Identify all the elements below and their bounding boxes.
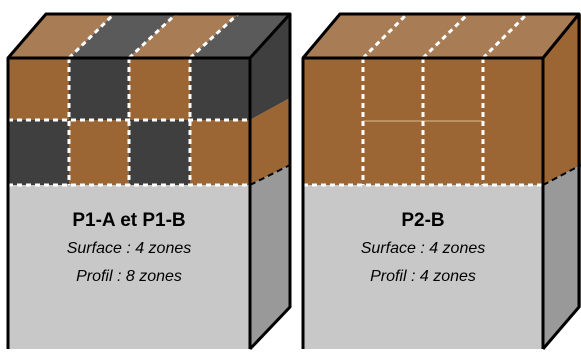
top-face-p1 [8, 14, 290, 58]
top-strip-1 [8, 14, 114, 58]
side-strip-brown [543, 14, 581, 185]
zone-r1c4 [190, 58, 250, 120]
side-soil [543, 165, 581, 349]
top-strip-4 [190, 14, 290, 58]
outline-p1 [6, 12, 292, 351]
profile-zones-p1: Profil : 8 zones [76, 268, 182, 285]
top-strip-3 [129, 14, 238, 58]
top-surface [303, 14, 581, 58]
surface-zones-p2: Surface : 4 zones [361, 240, 486, 257]
zone-r2c2 [69, 120, 129, 185]
outline-p2 [301, 12, 581, 350]
front-grid-p1 [8, 58, 250, 185]
zone-r2c1 [8, 120, 69, 185]
side-boundary-dashed-p2 [542, 164, 581, 186]
zone-c1 [303, 58, 363, 185]
side-strip-upper [250, 14, 290, 120]
front-soil-p2 [303, 185, 543, 349]
block-title-p1: P1-A et P1-B [72, 210, 185, 231]
surface-zones-p1: Surface : 4 zones [67, 240, 192, 257]
side-boundary-dashed-p1 [249, 164, 291, 186]
side-face-p1 [250, 14, 290, 349]
zone-r1c3 [129, 58, 190, 120]
front-soil-p1 [8, 185, 250, 349]
soil-block-p1: P1-A et P1-B Surface : 4 zones Profil : … [6, 12, 292, 351]
soil-block-p2: P2-B Surface : 4 zones Profil : 4 zones [301, 12, 581, 350]
zone-r2c3 [129, 120, 190, 185]
top-face-p2 [303, 14, 581, 58]
profile-zones-p2: Profil : 4 zones [370, 268, 476, 285]
zone-r1c1 [8, 58, 69, 120]
zone-r2c4 [190, 120, 250, 185]
zone-r1c2 [69, 58, 129, 120]
side-strip-lower [250, 98, 290, 185]
top-strip-2 [69, 14, 176, 58]
side-soil [250, 165, 290, 349]
side-face-p2 [543, 14, 581, 349]
block-title-p2: P2-B [401, 210, 444, 231]
zone-c4 [483, 58, 543, 185]
